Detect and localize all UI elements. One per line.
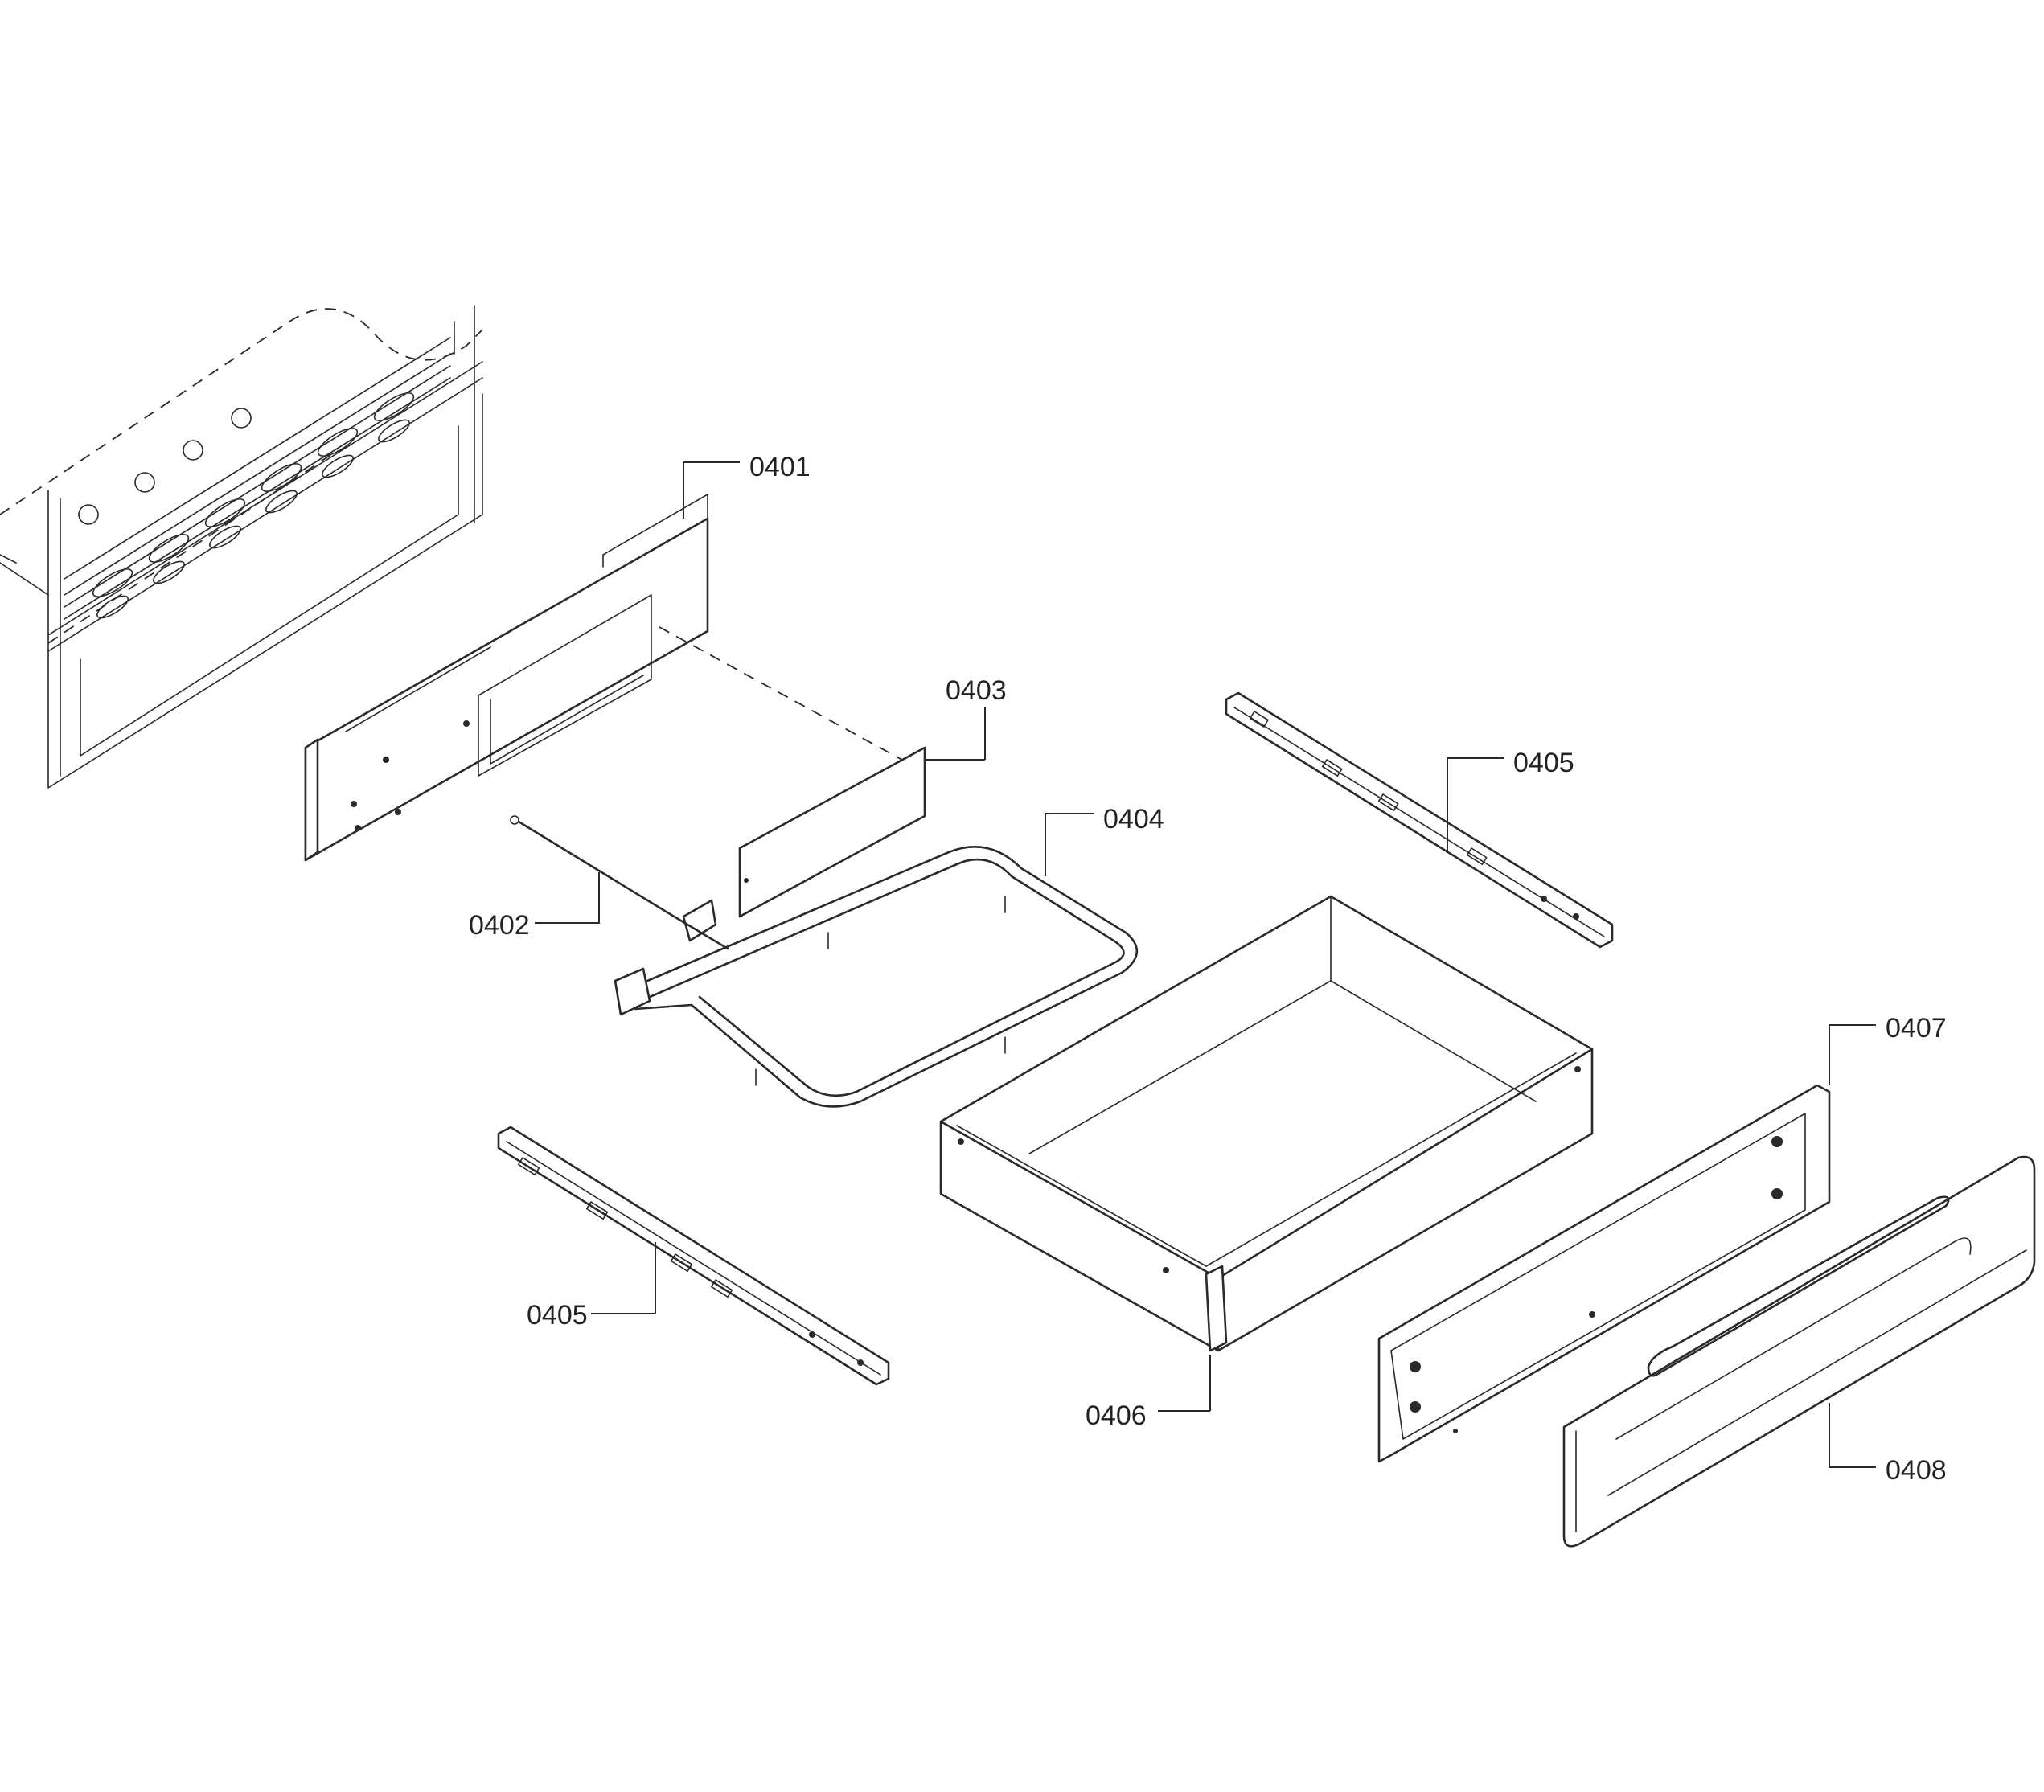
assembly-dashline-0401-0403 bbox=[659, 626, 917, 769]
callout-0405-left: 0405 bbox=[527, 1300, 588, 1331]
part-0406-drawer-box bbox=[939, 895, 1594, 1352]
rack-lattice bbox=[64, 337, 451, 620]
callout-labels: 0401 0402 0403 0404 0405 0405 0406 0407 … bbox=[469, 452, 1947, 1486]
part-0401-rear-panel bbox=[304, 494, 709, 862]
part-0403-cover-plate bbox=[738, 746, 926, 918]
callout-0403: 0403 bbox=[946, 675, 1007, 706]
part-0402-temperature-sensor bbox=[510, 815, 729, 950]
part-0405-slide-rail-left bbox=[497, 1126, 890, 1386]
callout-leaders bbox=[535, 461, 1876, 1468]
callout-0404: 0404 bbox=[1103, 804, 1164, 834]
callout-0401: 0401 bbox=[749, 452, 811, 482]
callout-0405-right: 0405 bbox=[1513, 748, 1574, 778]
callout-0408: 0408 bbox=[1886, 1455, 1947, 1486]
part-0408-drawer-front bbox=[1562, 1155, 2036, 1548]
oven-frame-reference bbox=[0, 305, 483, 789]
callout-0406: 0406 bbox=[1086, 1400, 1147, 1431]
callout-0407: 0407 bbox=[1886, 1013, 1947, 1044]
part-0405-slide-rail-right bbox=[1225, 691, 1614, 949]
part-0404-heating-element bbox=[614, 846, 1139, 1108]
callout-0402: 0402 bbox=[469, 910, 530, 941]
part-0407-inner-front-panel bbox=[1377, 1084, 1831, 1463]
